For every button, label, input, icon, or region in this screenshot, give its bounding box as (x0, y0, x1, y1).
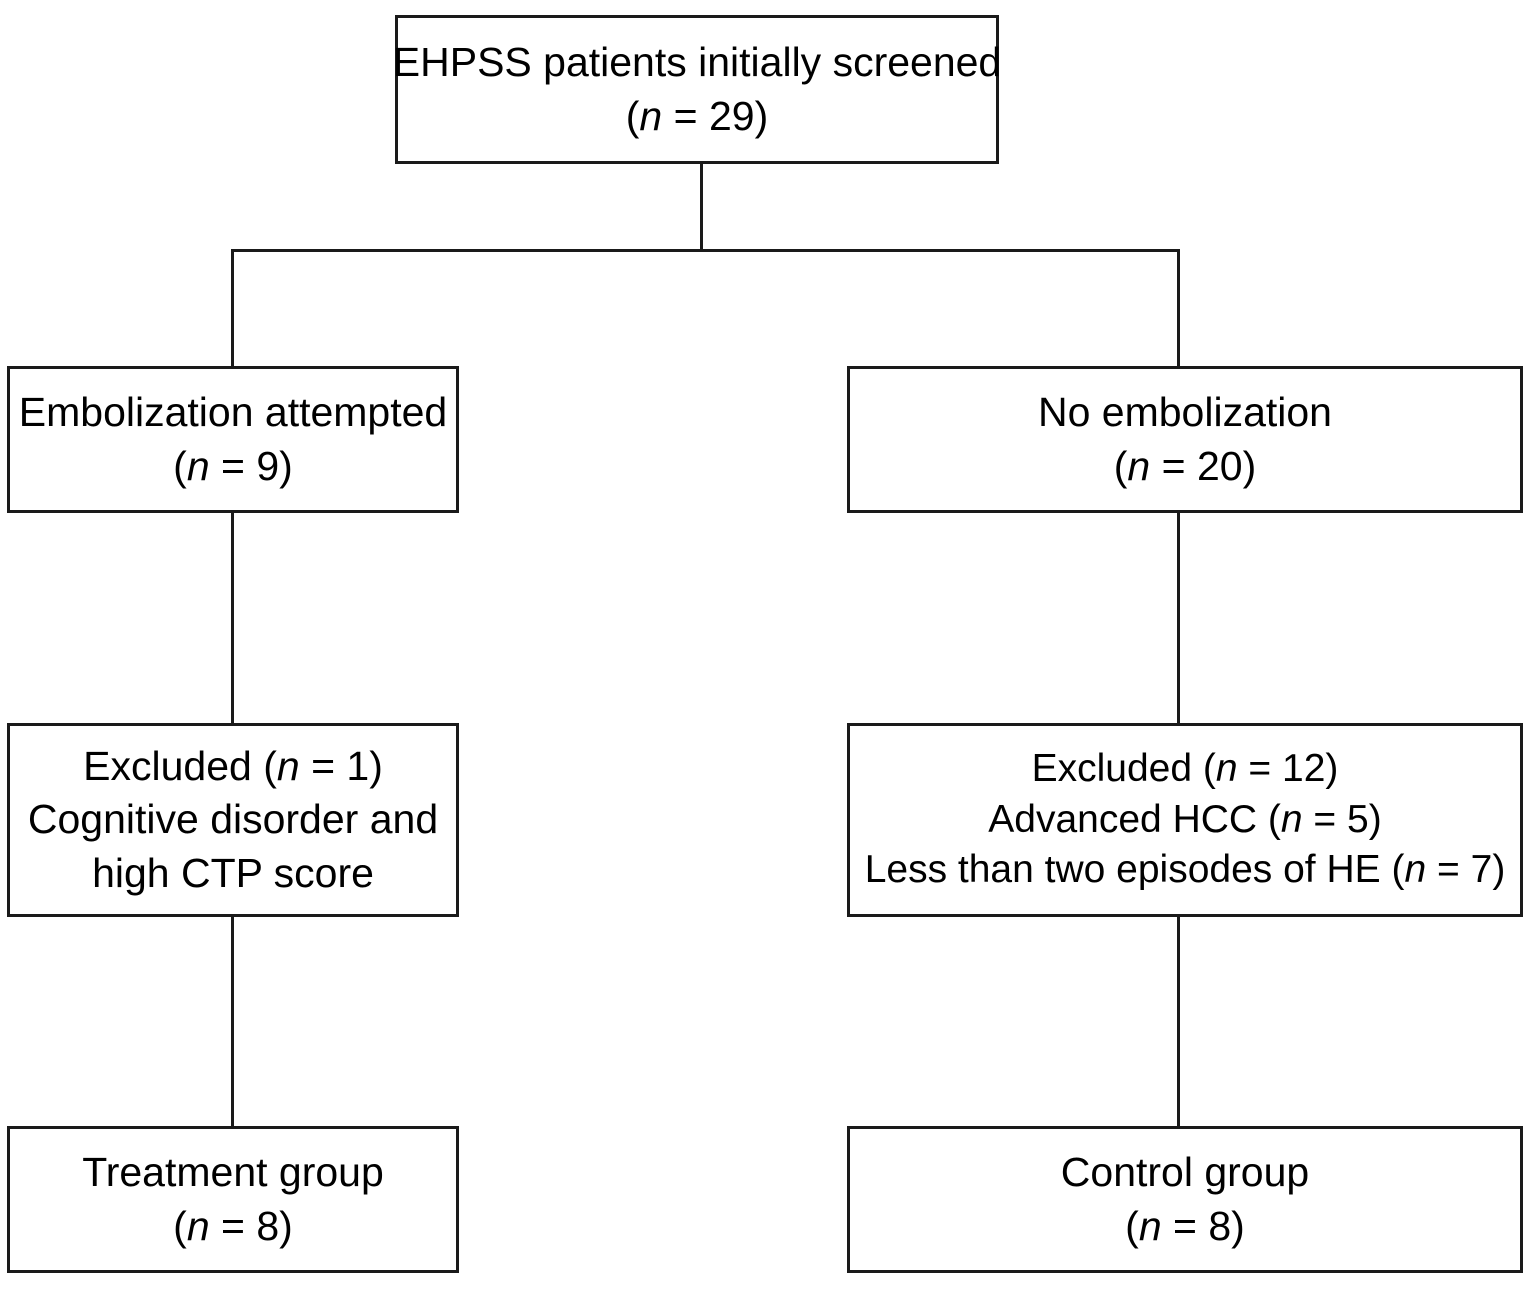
connector-drop-to-no-embolization (1177, 249, 1180, 369)
node-embolization-attempted: Embolization attempted (n = 9) (7, 366, 459, 513)
node-treatment-line-1: Treatment group (82, 1149, 384, 1196)
connector-root-stem (700, 164, 703, 252)
node-control-group: Control group (n = 8) (847, 1126, 1523, 1273)
count-value: = 9) (209, 442, 293, 489)
count-value: = 20) (1150, 442, 1257, 489)
reason-hcc-label: Advanced HCC ( (988, 797, 1281, 841)
connector-excluded-to-treatment (231, 915, 234, 1129)
excluded-label: Excluded ( (1031, 746, 1216, 790)
excluded-label: Excluded ( (83, 743, 277, 790)
connector-excluded-to-control (1177, 915, 1180, 1129)
node-excluded-right: Excluded (n = 12) Advanced HCC (n = 5) L… (847, 723, 1523, 917)
reason-he-label: Less than two episodes of HE ( (864, 848, 1405, 892)
n-symbol: n (1280, 797, 1303, 841)
n-symbol: n (1138, 1202, 1162, 1249)
count-value: = 8) (209, 1202, 293, 1249)
node-embolization-line-2: (n = 9) (173, 440, 293, 493)
n-symbol: n (276, 743, 300, 790)
node-embolization-line-1: Embolization attempted (18, 389, 448, 436)
count-value: = 7) (1426, 848, 1506, 892)
connector-embolization-to-excluded (231, 511, 234, 726)
paren-open: ( (1125, 1202, 1139, 1249)
count-value: = 5) (1302, 797, 1382, 841)
paren-open: ( (173, 1202, 187, 1249)
connector-drop-to-embolization (231, 249, 234, 369)
n-symbol: n (1127, 442, 1151, 489)
count-value: = 29) (662, 92, 769, 139)
node-excluded-right-line-2: Advanced HCC (n = 5) (988, 795, 1381, 846)
paren-open: ( (1113, 442, 1128, 489)
node-screened: EHPSS patients initially screened (n = 2… (392, 15, 1002, 164)
node-excluded-left-line-1: Excluded (n = 1) (83, 740, 383, 793)
node-treatment-line-2: (n = 8) (173, 1200, 293, 1253)
n-symbol: n (186, 442, 210, 489)
node-control-line-1: Control group (1060, 1149, 1310, 1196)
node-excluded-right-line-1: Excluded (n = 12) (1032, 744, 1339, 795)
connector-split-bar (231, 249, 1180, 252)
count-value: = 8) (1161, 1202, 1245, 1249)
count-value: = 1) (299, 743, 383, 790)
n-symbol: n (639, 92, 663, 139)
node-no-embolization: No embolization (n = 20) (847, 366, 1523, 513)
node-treatment-group: Treatment group (n = 8) (7, 1126, 459, 1273)
n-symbol: n (186, 1202, 210, 1249)
paren-open: ( (173, 442, 187, 489)
paren-open: ( (625, 92, 640, 139)
n-symbol: n (1215, 746, 1238, 790)
node-excluded-left-line-2: Cognitive disorder and (27, 796, 439, 843)
node-no-embolization-line-2: (n = 20) (1114, 440, 1256, 493)
n-symbol: n (1404, 848, 1427, 892)
node-control-line-2: (n = 8) (1125, 1200, 1245, 1253)
node-no-embolization-line-1: No embolization (1038, 389, 1332, 436)
node-screened-line-2: (n = 29) (626, 90, 768, 143)
node-screened-line-1: EHPSS patients initially screened (392, 39, 1002, 86)
node-excluded-left-line-3: high CTP score (92, 849, 374, 896)
count-value: = 12) (1237, 746, 1339, 790)
node-excluded-right-line-3: Less than two episodes of HE (n = 7) (865, 845, 1506, 896)
connector-no-embolization-to-excluded (1177, 511, 1180, 726)
node-excluded-left: Excluded (n = 1) Cognitive disorder and … (7, 723, 459, 917)
